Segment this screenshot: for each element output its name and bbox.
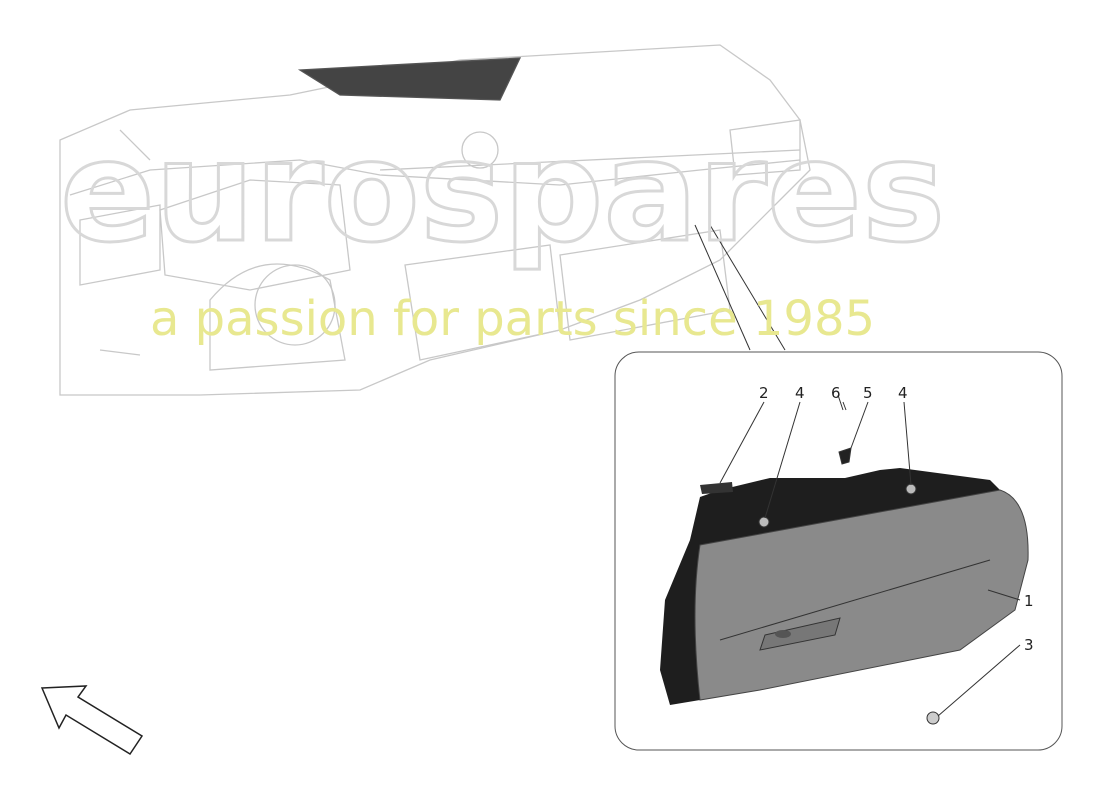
callout-2: 2 xyxy=(759,384,769,402)
inset-leader-lines xyxy=(694,224,786,351)
watermark-brand: eurospares xyxy=(60,111,945,274)
callout-labels: 2 4 6 5 4 1 3 xyxy=(759,384,1034,654)
callouts xyxy=(719,401,1021,717)
callout-6: 6 xyxy=(831,384,841,402)
watermark-tagline: a passion for parts since 1985 xyxy=(150,291,875,347)
detail-inset xyxy=(614,351,1063,751)
callout-4: 4 xyxy=(795,384,805,402)
watermark: eurospares a passion for parts since 198… xyxy=(59,110,947,348)
callout-3: 3 xyxy=(1024,636,1034,654)
glovebox-assembly xyxy=(660,394,1029,725)
callout-5: 5 xyxy=(863,384,873,402)
orientation-arrow-icon xyxy=(40,685,144,756)
dashboard-outline xyxy=(59,44,811,396)
callout-1: 1 xyxy=(1024,592,1034,610)
callout-4b: 4 xyxy=(898,384,908,402)
